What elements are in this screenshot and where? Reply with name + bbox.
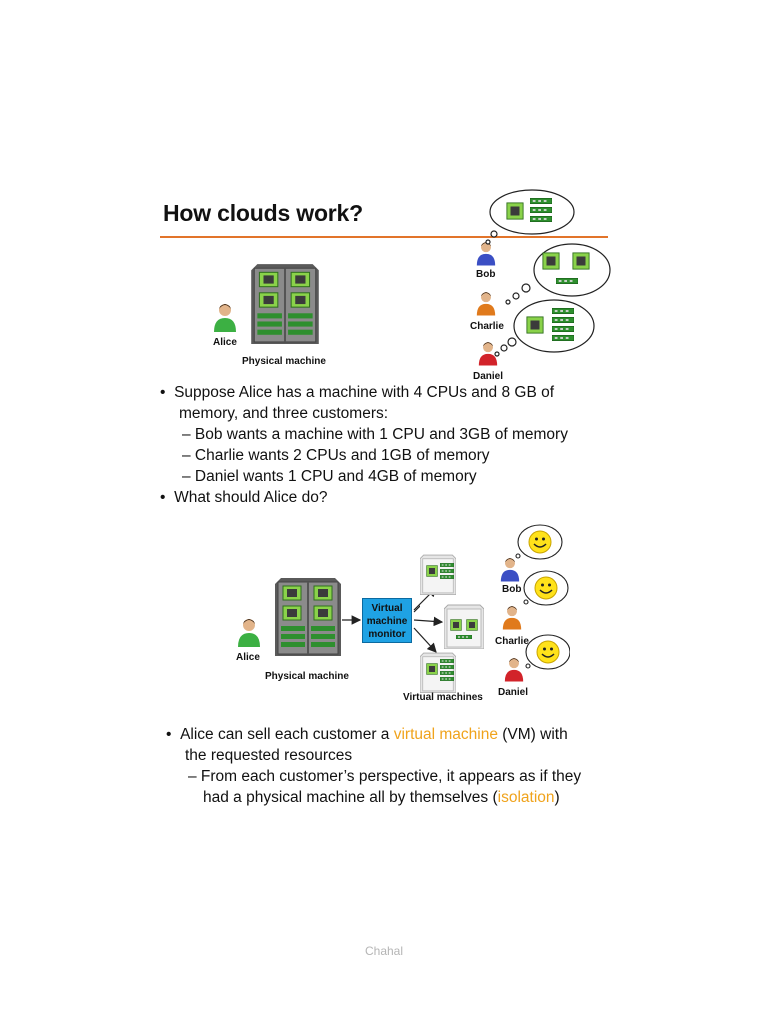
title-divider <box>160 236 608 238</box>
alice-label: Alice <box>236 652 260 663</box>
sub-bullet-item: – Bob wants a machine with 1 CPU and 3GB… <box>182 426 568 443</box>
bullet-item: • Suppose Alice has a machine with 4 CPU… <box>160 384 555 401</box>
isolation-highlight: isolation <box>497 789 555 806</box>
virtual-machines-label: Virtual machines <box>403 692 483 703</box>
virtual-machine-icon <box>444 604 484 649</box>
arrow-icon <box>413 605 420 613</box>
arrow-icon <box>413 616 444 627</box>
alice-label: Alice <box>213 337 237 348</box>
virtual-machine-monitor-box: Virtual machine monitor <box>362 598 412 643</box>
slide2-bullets: • Alice can sell each customer a virtual… <box>166 724 626 808</box>
sub-bullet-item: – Charlie wants 2 CPUs and 1GB of memory <box>182 447 490 464</box>
physical-machine-label: Physical machine <box>265 671 349 682</box>
bullet-item: • What should Alice do? <box>160 489 328 506</box>
smiley-icon <box>536 640 560 664</box>
bullet-item: • Alice can sell each customer a virtual… <box>166 726 568 743</box>
virtual-machine-highlight: virtual machine <box>393 726 498 743</box>
thought-cloud-group <box>485 189 611 357</box>
bob-label: Bob <box>502 584 522 595</box>
daniel-label: Daniel <box>473 371 504 382</box>
footer-text: Chahal <box>364 944 404 958</box>
sub-bullet-item: – From each customer’s perspective, it a… <box>188 768 582 785</box>
arrows <box>342 605 420 625</box>
smiley-icon <box>534 576 558 600</box>
bullet-item: the requested resources <box>185 747 353 764</box>
thought-cloud-icon <box>485 189 611 357</box>
arrow-icon <box>413 627 437 653</box>
server-rack-icon <box>275 572 341 656</box>
bullet-item: memory, and three customers: <box>179 405 389 422</box>
bob-label: Bob <box>476 269 496 280</box>
smiley-icon <box>528 530 552 554</box>
daniel-label: Daniel <box>498 687 529 698</box>
charlie-label: Charlie <box>470 321 504 332</box>
slide1-bullets: • Suppose Alice has a machine with 4 CPU… <box>160 382 620 508</box>
alice-person-icon <box>213 302 237 332</box>
virtual-machine-icon <box>420 652 456 693</box>
charlie-label: Charlie <box>495 636 529 647</box>
sub-bullet-item: had a physical machine all by themselves… <box>203 789 560 806</box>
slide-title: How clouds work? <box>163 200 363 226</box>
alice-person-icon <box>237 617 261 647</box>
virtual-machine-icon <box>420 554 456 595</box>
physical-machine-label: Physical machine <box>242 356 326 367</box>
server-rack-icon <box>251 258 319 344</box>
sub-bullet-item: – Daniel wants 1 CPU and 4GB of memory <box>182 468 477 485</box>
smiley-cloud-group <box>515 524 570 670</box>
